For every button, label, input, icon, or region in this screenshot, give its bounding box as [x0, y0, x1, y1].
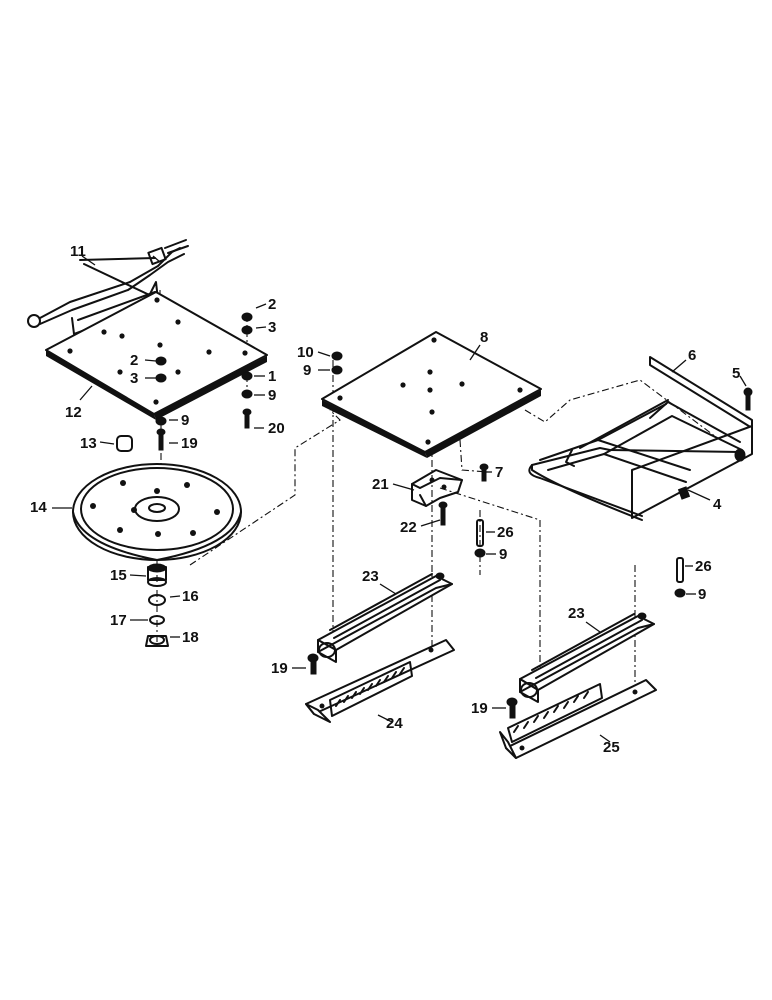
part-21-bracket — [411, 469, 463, 507]
label-26-a: 26 — [497, 524, 514, 541]
label-22: 22 — [400, 519, 417, 536]
label-5: 5 — [732, 365, 740, 382]
label-6: 6 — [688, 347, 696, 364]
part-24-runner-left — [305, 639, 455, 723]
label-10: 10 — [297, 344, 314, 361]
part-12-top-plate — [45, 291, 268, 420]
label-24: 24 — [386, 715, 403, 732]
label-8: 8 — [480, 329, 488, 346]
label-14: 14 — [30, 499, 47, 516]
parts-15-18-hub-stack — [145, 563, 169, 647]
label-19-c: 19 — [471, 700, 488, 717]
label-19-a: 19 — [181, 435, 198, 452]
label-9-b: 9 — [181, 412, 189, 429]
label-2-upper: 2 — [268, 296, 276, 313]
label-21: 21 — [372, 476, 389, 493]
label-2-lower: 2 — [130, 352, 138, 369]
part-19-bolt-left — [307, 653, 319, 675]
label-16: 16 — [182, 588, 199, 605]
part-25-runner-right — [499, 679, 657, 759]
label-9-e: 9 — [698, 586, 706, 603]
label-13: 13 — [80, 435, 97, 452]
label-23-b: 23 — [568, 605, 585, 622]
plate-8-holes — [337, 337, 523, 445]
label-9-d: 9 — [499, 546, 507, 563]
label-15: 15 — [110, 567, 127, 584]
plate-12-fasteners — [155, 312, 253, 451]
label-4: 4 — [713, 496, 722, 513]
label-3-lower: 3 — [130, 370, 138, 387]
part-4-frame — [528, 399, 753, 521]
part-11-lever — [27, 239, 189, 335]
callout-labels: 11 2 3 2 3 1 9 9 20 19 12 13 14 15 16 17… — [30, 243, 740, 756]
label-19-b: 19 — [271, 660, 288, 677]
label-9-a: 9 — [268, 387, 276, 404]
label-20: 20 — [268, 420, 285, 437]
part-19-bolt-right — [506, 697, 518, 719]
plate-8-fasteners — [331, 351, 489, 482]
label-17: 17 — [110, 612, 127, 629]
part-23-rail-right — [519, 612, 655, 703]
label-1: 1 — [268, 368, 276, 385]
part-14-turntable — [72, 463, 242, 561]
label-9-c: 9 — [303, 362, 311, 379]
part-23-rail-left — [317, 572, 453, 663]
label-11: 11 — [70, 243, 86, 260]
label-12: 12 — [65, 404, 82, 421]
label-26-b: 26 — [695, 558, 712, 575]
label-18: 18 — [182, 629, 199, 646]
label-3-upper: 3 — [268, 319, 276, 336]
plate-12-holes — [67, 297, 248, 405]
part-13-cap — [116, 435, 133, 452]
part-26-bolts — [474, 519, 686, 598]
label-23-a: 23 — [362, 568, 379, 585]
part-5-screw — [743, 387, 753, 411]
leader-lines — [52, 255, 747, 743]
part-8-seat-plate — [321, 331, 542, 458]
label-7: 7 — [495, 464, 503, 481]
label-25: 25 — [603, 739, 620, 756]
part-22-bolt — [438, 501, 448, 526]
